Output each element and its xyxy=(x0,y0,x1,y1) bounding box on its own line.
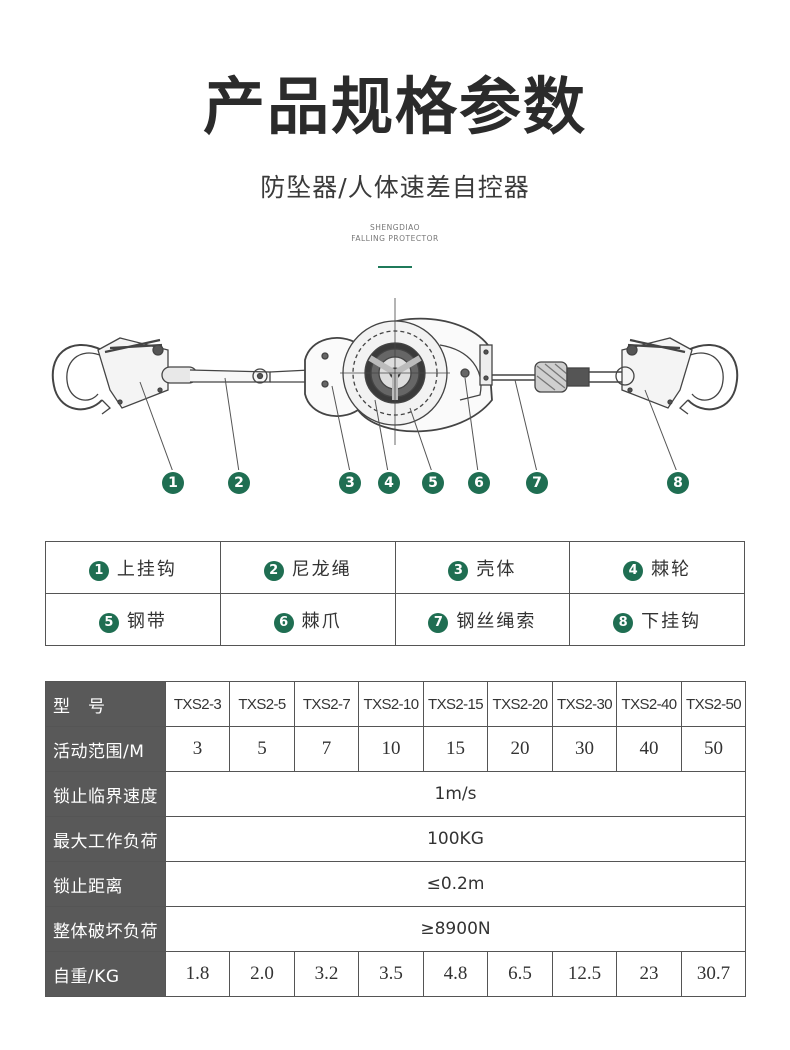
marker-6: 6 xyxy=(468,472,490,494)
product-diagram xyxy=(51,298,739,470)
model-cell: TXS2-10 xyxy=(358,681,424,727)
marker-1: 1 xyxy=(162,472,184,494)
range-cell: 3 xyxy=(165,726,230,772)
spec-row-model: 型 号 TXS2-3 TXS2-5 TXS2-7 TXS2-10 TXS2-15… xyxy=(45,681,746,727)
marker-8: 8 xyxy=(667,472,689,494)
weight-cell: 1.8 xyxy=(165,951,230,997)
lock-distance-value: ≤0.2m xyxy=(165,861,746,907)
part-housing: 3 壳体 xyxy=(394,541,571,594)
spec-header-max-load: 最大工作负荷 xyxy=(45,816,166,862)
spec-row-lock-distance: 锁止距离 ≤0.2m xyxy=(45,861,746,907)
accent-divider xyxy=(378,266,412,268)
part-number: 4 xyxy=(623,560,644,581)
range-cell: 5 xyxy=(229,726,295,772)
marker-4: 4 xyxy=(378,472,400,494)
part-steel-band: 5 钢带 xyxy=(45,593,221,646)
part-label: 钢丝绳索 xyxy=(456,610,537,632)
range-cell: 50 xyxy=(681,726,746,772)
part-number: 5 xyxy=(98,612,119,633)
spec-header-lock-distance: 锁止距离 xyxy=(45,861,166,907)
page-title: 产品规格参数 xyxy=(202,70,587,143)
weight-cell: 23 xyxy=(616,951,682,997)
marker-2: 2 xyxy=(228,472,250,494)
model-cell: TXS2-20 xyxy=(487,681,553,727)
range-cell: 15 xyxy=(423,726,488,772)
model-cell: TXS2-7 xyxy=(294,681,359,727)
spec-header-model: 型 号 xyxy=(45,681,166,727)
housing-drawing xyxy=(304,298,493,445)
marker-3: 3 xyxy=(339,472,361,494)
product-subtitle: 防坠器/人体速差自控器 xyxy=(260,173,530,202)
model-cell: TXS2-3 xyxy=(165,681,230,727)
part-pawl: 6 棘爪 xyxy=(219,593,396,646)
marker-5: 5 xyxy=(422,472,444,494)
spec-row-weight: 自重/KG 1.8 2.0 3.2 3.5 4.8 6.5 12.5 23 30… xyxy=(45,951,746,997)
leader-lines xyxy=(139,377,677,470)
marker-7: 7 xyxy=(526,472,548,494)
weight-cell: 6.5 xyxy=(487,951,553,997)
spec-row-lock-speed: 锁止临界速度 1m/s xyxy=(45,771,746,817)
part-label: 壳体 xyxy=(476,558,517,580)
spec-header-break-load: 整体破坏负荷 xyxy=(45,906,166,952)
part-label: 上挂钩 xyxy=(116,558,177,580)
part-number: 7 xyxy=(428,612,449,633)
weight-cell: 2.0 xyxy=(229,951,295,997)
part-ratchet-wheel: 4 棘轮 xyxy=(569,541,745,594)
weight-cell: 3.5 xyxy=(358,951,424,997)
lock-speed-value: 1m/s xyxy=(165,771,746,817)
part-label: 棘轮 xyxy=(651,558,692,580)
part-label: 钢带 xyxy=(126,610,167,632)
part-lower-hook: 8 下挂钩 xyxy=(569,593,745,646)
brand-english: SHENGDIAO xyxy=(370,223,420,232)
steel-cable-drawing xyxy=(492,361,625,393)
model-cell: TXS2-15 xyxy=(423,681,488,727)
lower-hook-drawing xyxy=(615,337,739,415)
part-number: 1 xyxy=(88,560,109,581)
product-english: FALLING PROTECTOR xyxy=(351,234,439,243)
max-load-value: 100KG xyxy=(165,816,746,862)
part-number: 6 xyxy=(273,612,294,633)
spec-header-lock-speed: 锁止临界速度 xyxy=(45,771,166,817)
part-number: 2 xyxy=(263,560,284,581)
part-label: 尼龙绳 xyxy=(291,558,352,580)
weight-cell: 12.5 xyxy=(552,951,617,997)
spec-row-range: 活动范围/M 3 5 7 10 15 20 30 40 50 xyxy=(45,726,746,772)
range-cell: 10 xyxy=(358,726,424,772)
range-cell: 30 xyxy=(552,726,617,772)
part-label: 棘爪 xyxy=(301,610,342,632)
part-upper-hook: 1 上挂钩 xyxy=(45,541,221,594)
spec-header-range: 活动范围/M xyxy=(45,726,166,772)
range-cell: 20 xyxy=(487,726,553,772)
model-cell: TXS2-30 xyxy=(552,681,617,727)
part-number: 3 xyxy=(448,560,469,581)
part-nylon-rope: 2 尼龙绳 xyxy=(219,541,396,594)
upper-hook-drawing xyxy=(51,337,169,415)
parts-legend: 1 上挂钩 2 尼龙绳 3 壳体 4 棘轮 5 钢带 6 棘爪 7 钢丝绳索 8 下挂钩 xyxy=(45,541,745,646)
break-load-value: ≥8900N xyxy=(165,906,746,952)
spec-header-weight: 自重/KG xyxy=(45,951,166,997)
weight-cell: 4.8 xyxy=(423,951,488,997)
spec-table: 型 号 TXS2-3 TXS2-5 TXS2-7 TXS2-10 TXS2-15… xyxy=(45,681,746,997)
model-cell: TXS2-5 xyxy=(229,681,295,727)
weight-cell: 30.7 xyxy=(681,951,746,997)
spec-row-max-load: 最大工作负荷 100KG xyxy=(45,816,746,862)
weight-cell: 3.2 xyxy=(294,951,359,997)
spec-row-break-load: 整体破坏负荷 ≥8900N xyxy=(45,906,746,952)
nylon-rope-drawing xyxy=(161,366,311,384)
part-steel-cable: 7 钢丝绳索 xyxy=(394,593,571,646)
range-cell: 40 xyxy=(616,726,682,772)
part-number: 8 xyxy=(613,612,634,633)
range-cell: 7 xyxy=(294,726,359,772)
part-label: 下挂钩 xyxy=(641,610,702,632)
model-cell: TXS2-50 xyxy=(681,681,746,727)
model-cell: TXS2-40 xyxy=(616,681,682,727)
